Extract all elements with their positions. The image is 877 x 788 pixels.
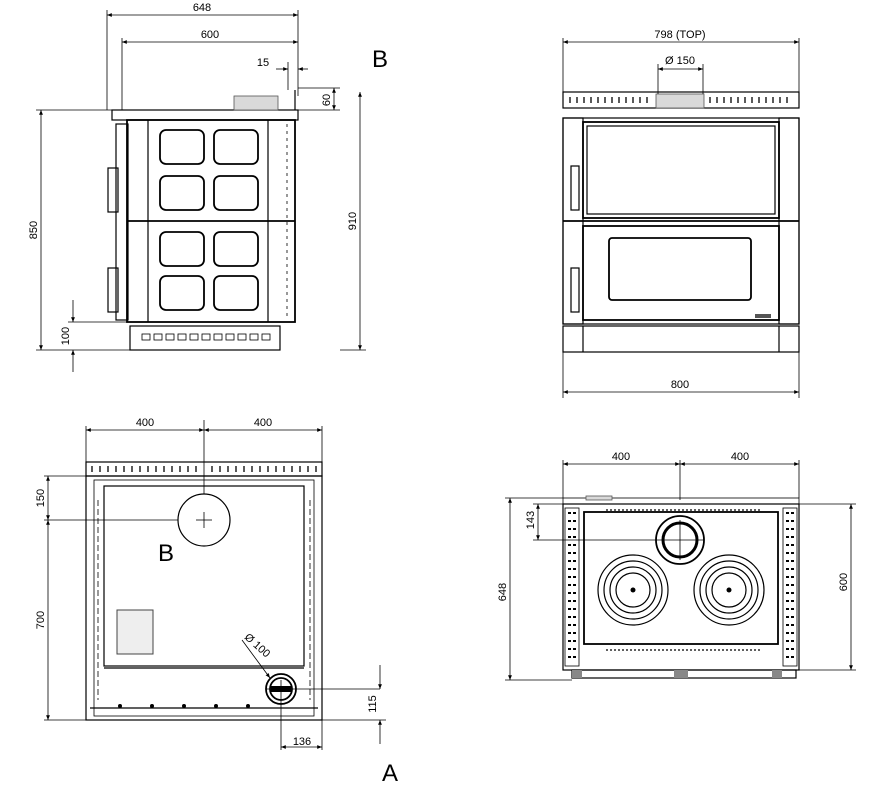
- label-b-bottom: B: [158, 540, 174, 567]
- dim-800: 800: [671, 379, 689, 391]
- dim-798-top: 798 (TOP): [654, 29, 705, 41]
- bottom-view: 400 400 150 700 B Ø 100 115 136 A: [35, 417, 398, 787]
- dim-600-top: 600: [838, 573, 850, 591]
- side-view: 648 600 15 60 910 850 100 B: [28, 2, 388, 372]
- dim-60: 60: [321, 94, 333, 106]
- hotplate-left: [597, 554, 669, 626]
- top-view: 400 400 143 648 600: [497, 451, 856, 681]
- plinth-vents: [141, 333, 271, 341]
- inspection-panel: [116, 609, 154, 655]
- label-b-side: B: [372, 46, 388, 73]
- label-a: A: [382, 760, 398, 787]
- side-panel-windows: [159, 129, 259, 311]
- flue-collar-side: [233, 95, 279, 111]
- dim-400-left: 400: [136, 417, 154, 429]
- cooktop-plate: [583, 511, 779, 645]
- upper-door: [582, 121, 780, 219]
- dim-850: 850: [28, 221, 40, 239]
- dim-910: 910: [347, 212, 359, 230]
- hotplate-right: [693, 554, 765, 626]
- dim-100: 100: [60, 327, 72, 345]
- flue-collar-front: [655, 93, 705, 109]
- dim-143: 143: [525, 511, 537, 529]
- front-view: 798 (TOP) Ø 150 800: [562, 29, 800, 398]
- oven-door: [582, 225, 780, 321]
- dim-115: 115: [367, 695, 379, 713]
- dim-flue-150: Ø 150: [665, 55, 695, 67]
- dim-top-400-right: 400: [731, 451, 749, 463]
- dim-400-right: 400: [254, 417, 272, 429]
- dim-150-bottom: 150: [35, 489, 47, 507]
- dim-700: 700: [35, 611, 47, 629]
- dim-15: 15: [257, 57, 269, 69]
- dim-top-400-left: 400: [612, 451, 630, 463]
- dim-136: 136: [293, 736, 311, 748]
- dim-648: 648: [193, 2, 211, 14]
- dim-600: 600: [201, 29, 219, 41]
- oven-window: [608, 237, 752, 301]
- dim-648-top: 648: [497, 583, 509, 601]
